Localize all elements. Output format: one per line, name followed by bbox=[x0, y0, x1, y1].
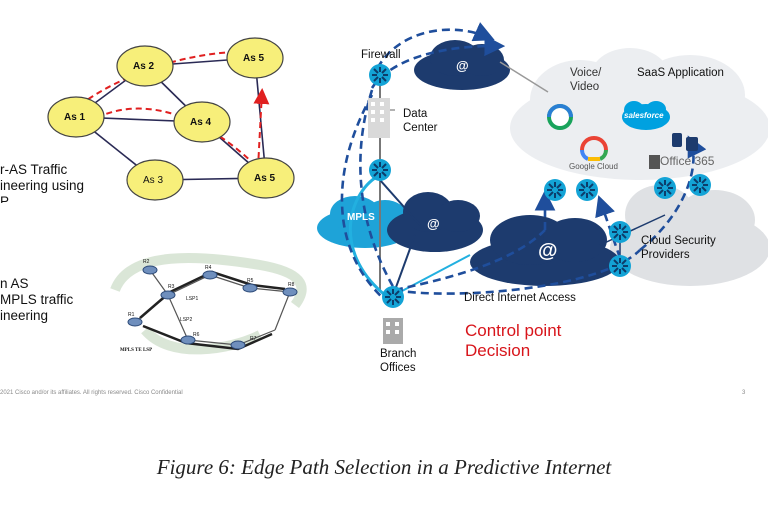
salesforce-label: salesforce bbox=[624, 111, 664, 120]
voice-video-label-1: Voice/ bbox=[570, 67, 602, 79]
as-label-3: As 3 bbox=[143, 175, 164, 186]
as-node-2 bbox=[116, 45, 174, 87]
mpls-te-caption: MPLS TE LSP bbox=[120, 348, 153, 353]
mini-router-label: R5 bbox=[247, 278, 254, 284]
mini-router-label: R6 bbox=[193, 332, 200, 338]
data-center-label-2: Center bbox=[403, 122, 438, 134]
cloud-security-label-2: Providers bbox=[641, 249, 690, 261]
inter-as-line-2: ineering using bbox=[0, 178, 85, 193]
firewall-label: Firewall bbox=[361, 49, 401, 61]
mpls-te-mini bbox=[110, 253, 307, 355]
at-top: @ bbox=[456, 58, 469, 73]
lsp2-label: LSP2 bbox=[180, 317, 193, 323]
mini-router-label: R2 bbox=[143, 259, 150, 265]
webex-icon bbox=[547, 104, 573, 130]
thumbs-icon bbox=[672, 133, 698, 151]
inter-as-line-1: r-AS Traffic bbox=[0, 162, 68, 177]
branch-label-1: Branch bbox=[380, 348, 417, 360]
at-dia: @ bbox=[538, 240, 558, 262]
as-label-5-bottom: As 5 bbox=[254, 173, 276, 184]
office365-icon bbox=[649, 155, 660, 169]
cloud-security-label-1: Cloud Security bbox=[641, 235, 716, 247]
intra-as-line-3: ineering bbox=[0, 308, 49, 323]
control-point-line-1: Control point bbox=[465, 321, 562, 340]
as-graph bbox=[47, 37, 295, 201]
diagram-slide: As 2 As 5 As 1 As 4 As 3 As 5 r-AS Traff… bbox=[0, 22, 768, 396]
control-point-line-2: Decision bbox=[465, 341, 531, 360]
figure-caption: Figure 6: Edge Path Selection in a Predi… bbox=[156, 455, 612, 479]
intra-as-line-2: MPLS traffic bbox=[0, 292, 74, 307]
data-center-building-icon bbox=[368, 98, 390, 138]
branch-label-2: Offices bbox=[380, 362, 416, 374]
as-label-1: As 1 bbox=[64, 112, 86, 123]
as-node-3 bbox=[126, 159, 184, 201]
mini-router-label: R7 bbox=[250, 336, 257, 342]
lsp1-label: LSP1 bbox=[186, 296, 199, 302]
mini-router-label: R1 bbox=[128, 312, 135, 318]
slide-page-number: 3 bbox=[742, 390, 746, 396]
mini-router-label: R8 bbox=[288, 282, 295, 288]
google-cloud-icon bbox=[580, 136, 608, 161]
branch-building-icon bbox=[383, 318, 403, 344]
mini-router-label: R3 bbox=[168, 284, 175, 290]
saas-label: SaaS Application bbox=[637, 67, 724, 79]
intra-as-line-1: n AS bbox=[0, 276, 29, 291]
salesforce-icon bbox=[622, 101, 670, 130]
as-node-1 bbox=[47, 96, 105, 138]
mini-router-label: R4 bbox=[205, 265, 212, 271]
as-node-5-top bbox=[226, 37, 284, 79]
as-node-4 bbox=[173, 101, 231, 143]
at-mid: @ bbox=[427, 216, 440, 231]
data-center-label-1: Data bbox=[403, 108, 428, 120]
as-label-2: As 2 bbox=[133, 61, 155, 72]
google-cloud-label: Google Cloud bbox=[569, 162, 618, 171]
office365-label: Office 365 bbox=[660, 154, 715, 168]
as-label-5-top: As 5 bbox=[243, 53, 265, 64]
diagram-canvas bbox=[47, 22, 768, 355]
as-label-4: As 4 bbox=[190, 117, 212, 128]
mpls-label: MPLS bbox=[347, 212, 375, 223]
as-node-5-bottom bbox=[237, 157, 295, 199]
inter-as-line-3: P bbox=[0, 194, 10, 203]
dia-label: Direct Internet Access bbox=[464, 292, 576, 304]
slide-footer: 2021 Cisco and/or its affiliates. All ri… bbox=[0, 390, 183, 396]
voice-video-label-2: Video bbox=[570, 81, 600, 93]
